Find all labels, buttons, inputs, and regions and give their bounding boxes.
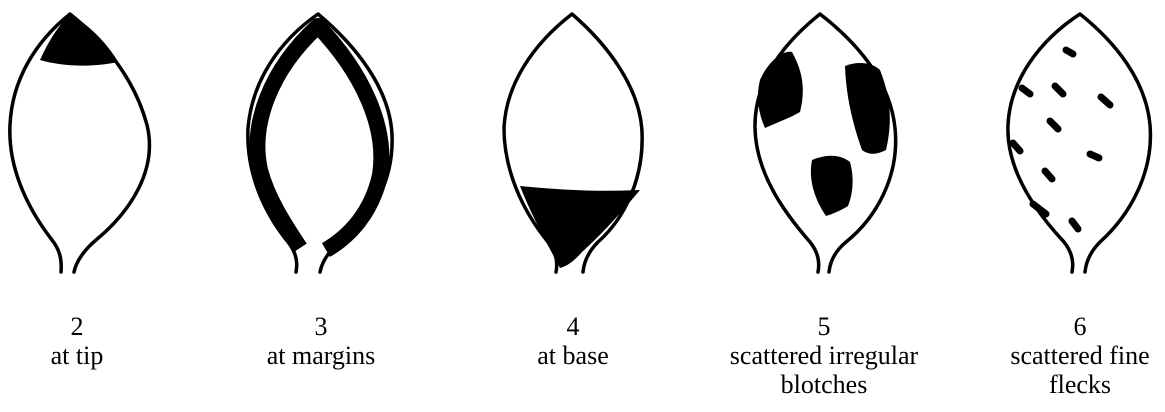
- leaf-label: at tip: [0, 341, 197, 370]
- leaf-label: scattered irregular blotches: [724, 341, 924, 399]
- leaf-spot-diagram: [0, 0, 1165, 300]
- caption-scattered-blotches: 5 scattered irregular blotches: [724, 312, 924, 399]
- blotch: [811, 156, 853, 216]
- leaf-number: 4: [453, 312, 693, 341]
- fleck: [1013, 143, 1020, 151]
- leaf-outline: [248, 14, 392, 272]
- fleck: [1033, 204, 1046, 214]
- leaf-number: 5: [724, 312, 924, 341]
- leaf-at-tip: [10, 14, 150, 272]
- leaf-scattered-blotches: [755, 14, 896, 272]
- caption-scattered-flecks: 6 scattered fine flecks: [1005, 312, 1155, 399]
- caption-at-margins: 3 at margins: [201, 312, 441, 370]
- blotch: [758, 52, 803, 128]
- fleck: [1055, 86, 1063, 94]
- caption-at-tip: 2 at tip: [0, 312, 197, 370]
- leaf-label: at margins: [201, 341, 441, 370]
- fleck: [1072, 221, 1078, 229]
- fleck: [1101, 97, 1110, 105]
- leaf-scattered-flecks: [1008, 14, 1151, 272]
- caption-at-base: 4 at base: [453, 312, 693, 370]
- blotch: [845, 63, 890, 154]
- fleck: [1090, 154, 1099, 158]
- fleck: [1022, 88, 1030, 94]
- leaf-at-base: [504, 14, 642, 272]
- leaf-at-margins: [248, 14, 392, 272]
- leaf-number: 6: [1005, 312, 1155, 341]
- leaf-outline: [1008, 14, 1151, 272]
- leaf-label: at base: [453, 341, 693, 370]
- leaf-number: 3: [201, 312, 441, 341]
- fleck: [1050, 121, 1058, 129]
- fleck: [1066, 50, 1073, 54]
- fleck: [1045, 171, 1052, 179]
- leaf-label: scattered fine flecks: [1005, 341, 1155, 399]
- leaf-number: 2: [0, 312, 197, 341]
